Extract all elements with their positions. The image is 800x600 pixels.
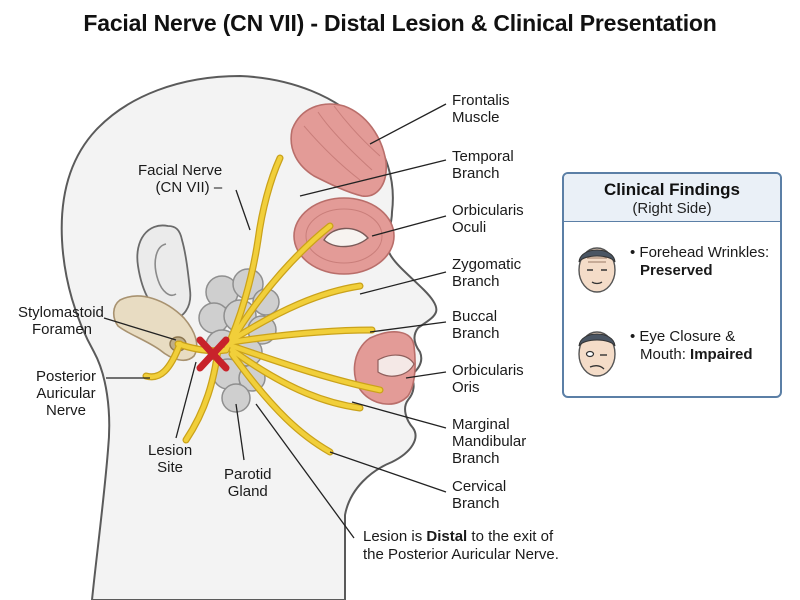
finding-eye-mouth-status: Impaired xyxy=(690,346,753,363)
label-facial-nerve: Facial Nerve(CN VII) – xyxy=(138,162,223,196)
finding-forehead-label: • Forehead Wrinkles: xyxy=(630,244,770,261)
eye xyxy=(323,227,369,248)
lips xyxy=(377,354,415,377)
face-forehead-icon xyxy=(578,247,616,293)
frontalis-muscle xyxy=(290,103,387,197)
finding-forehead: • Forehead Wrinkles: Preserved xyxy=(564,230,780,310)
lesion-marker xyxy=(196,336,230,372)
findings-header: Clinical Findings (Right Side) xyxy=(564,174,780,222)
finding-eye-mouth: • Eye Closure & Mouth: Impaired xyxy=(564,314,780,394)
leader-lines xyxy=(103,103,447,539)
ear xyxy=(136,224,192,319)
face-droop-icon xyxy=(578,331,616,377)
facial-nerve-branches xyxy=(142,154,384,456)
findings-subtitle: (Right Side) xyxy=(632,200,712,217)
finding-forehead-status: Preserved xyxy=(640,262,713,279)
findings-title: Clinical Findings xyxy=(603,180,740,199)
ear-fold xyxy=(154,243,177,296)
lesion-note: Lesion is Distal to the exit of the Post… xyxy=(363,528,559,563)
page-title: Facial Nerve (CN VII) - Distal Lesion & … xyxy=(83,10,717,36)
clinical-findings-panel: Clinical Findings (Right Side) • Forehea… xyxy=(562,172,782,398)
finding-eye-mouth-label: • Eye Closure & xyxy=(630,328,736,345)
